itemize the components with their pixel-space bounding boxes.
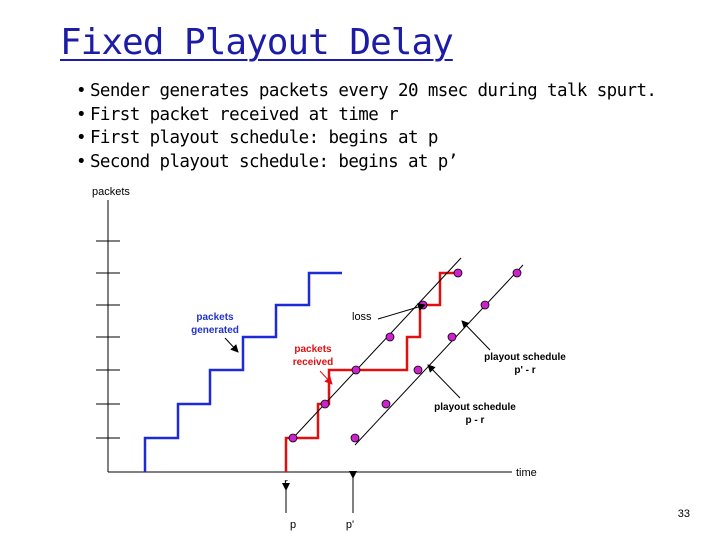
p-prime-marker-label: p' [346, 519, 354, 531]
playout-schedule-p-prime-label: playout schedule [484, 352, 566, 363]
playout-point [512, 268, 522, 278]
packets-received-line [284, 271, 458, 472]
packets-received-label: received [293, 357, 334, 368]
arrow [427, 364, 461, 399]
bullet-list: Sender generates packets every 20 msec d… [76, 80, 657, 175]
playout-p-points [288, 268, 463, 443]
packets-generated-label: generated [191, 325, 239, 336]
r-marker-label: r [284, 477, 288, 489]
y-axis-label: packets [92, 186, 130, 198]
y-ticks [96, 240, 120, 439]
playout-point [453, 268, 463, 278]
p-marker-label: p [290, 519, 296, 531]
playout-point [413, 365, 423, 375]
playout-point [350, 433, 360, 443]
playout-point [447, 332, 457, 342]
x-axis-label: time [516, 467, 537, 479]
arrow [377, 303, 426, 320]
playout-point [320, 399, 330, 409]
bullet-item: First packet received at time r [76, 104, 656, 128]
arrow [319, 370, 333, 385]
playout-p-prime-points [350, 268, 522, 443]
slide-title: Fixed Playout Delay [60, 22, 454, 63]
bullet-item: Second playout schedule: begins at p’ [76, 151, 656, 175]
playout-point [381, 399, 391, 409]
arrow [461, 320, 491, 351]
playout-point [418, 300, 428, 310]
playout-schedule-p-line [292, 257, 462, 439]
bullet-item: Sender generates packets every 20 msec d… [76, 80, 657, 104]
playout-schedule-p-label: p - r [466, 415, 485, 426]
packets-generated-line [143, 271, 342, 472]
playout-schedule-p-label: playout schedule [434, 402, 516, 413]
playout-point [288, 433, 298, 443]
playout-point [480, 300, 490, 310]
packets-received-label: packets [294, 344, 332, 355]
bullet-item: First playout schedule: begins at p [76, 127, 656, 151]
page-number: 33 [677, 508, 690, 520]
playout-point [385, 332, 395, 342]
playout-schedule-p-prime-line [354, 264, 524, 446]
playout-schedule-p-prime-label: p' - r [514, 365, 535, 376]
packets-generated-label: packets [196, 312, 234, 323]
playout-point [351, 365, 361, 375]
loss-label: loss [352, 311, 372, 323]
arrow [224, 337, 239, 353]
